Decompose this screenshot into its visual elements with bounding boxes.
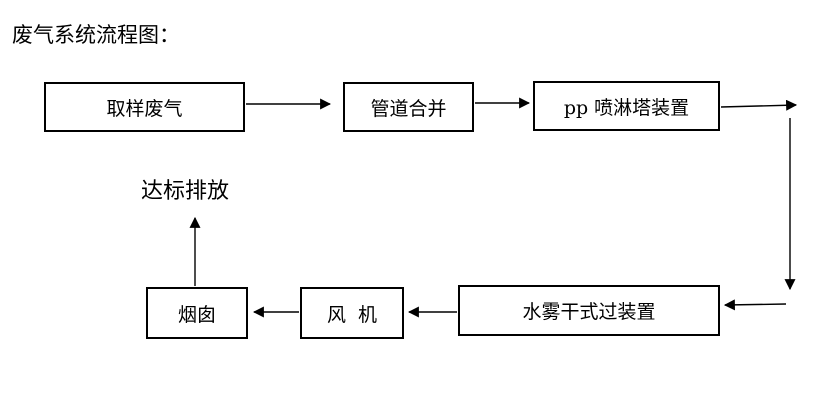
step-sampling-label: 取样废气	[106, 97, 183, 120]
step-fan-label: 风 机	[326, 303, 378, 326]
step-sampling-box: 取样废气	[44, 82, 245, 132]
arrow-spray-out	[720, 99, 798, 111]
step-spray-tower-box: pp 喷淋塔装置	[533, 81, 720, 131]
step-fan-box: 风 机	[300, 287, 404, 339]
diagram-heading: 废气系统流程图：	[12, 23, 180, 47]
step-chimney-box: 烟囱	[146, 287, 248, 339]
step-merge-label: 管道合并	[370, 97, 447, 120]
step-discharge-label: 达标排放	[141, 179, 230, 204]
step-chimney-label: 烟囱	[177, 303, 216, 326]
step-mist-dry-box: 水雾干式过装置	[458, 285, 720, 336]
arrow-into-mist-dry	[723, 299, 787, 311]
step-merge-box: 管道合并	[343, 82, 474, 132]
step-mist-dry-label: 水雾干式过装置	[522, 301, 656, 323]
step-spray-tower-label: pp 喷淋塔装置	[563, 96, 690, 119]
